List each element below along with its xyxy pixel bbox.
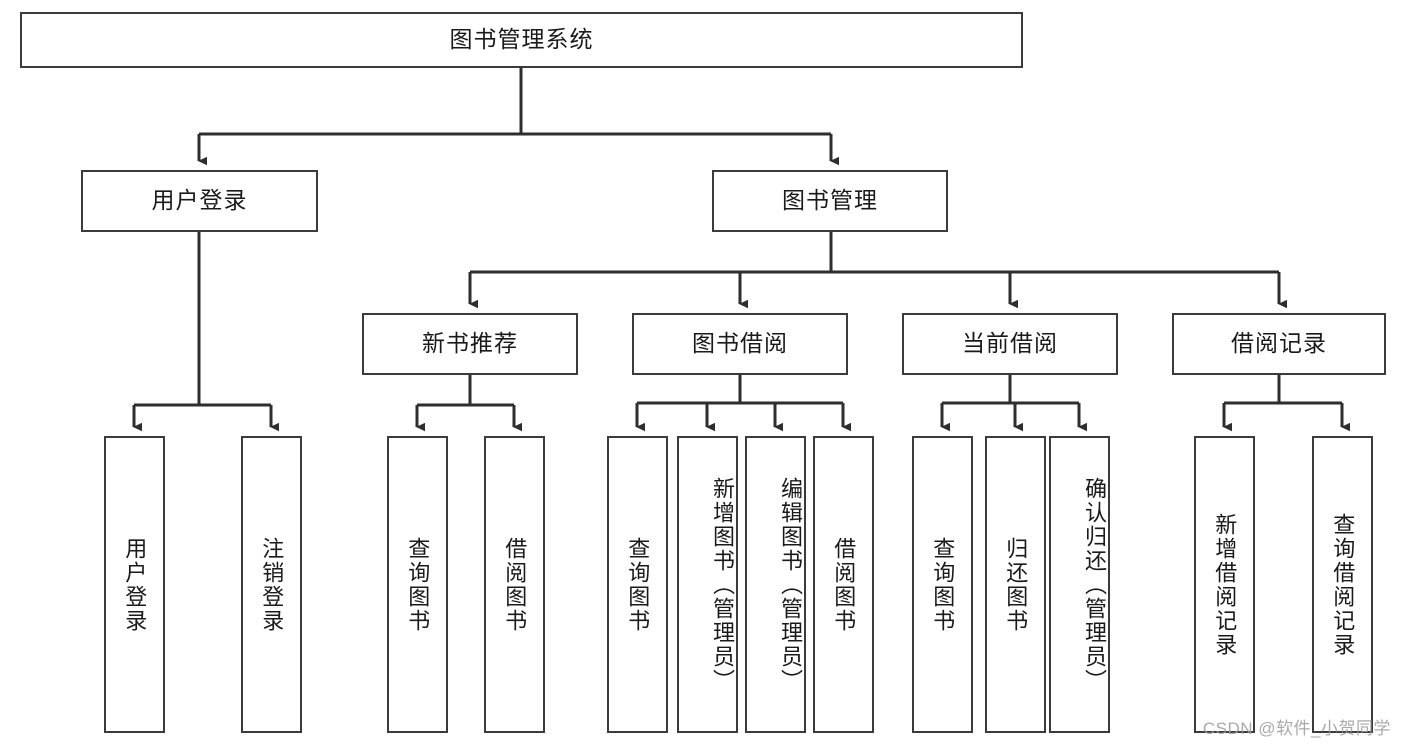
- node-leaf-edit-book-admin[interactable]: 编辑图书（管理员）: [745, 436, 806, 733]
- node-root-system[interactable]: 图书管理系统: [20, 12, 1023, 68]
- node-label: 归还图书: [1003, 536, 1029, 633]
- node-label: 编辑图书（管理员）: [778, 476, 803, 693]
- node-label: 图书管理系统: [449, 26, 594, 53]
- node-book-management[interactable]: 图书管理: [712, 170, 948, 232]
- node-label: 图书管理: [782, 187, 878, 214]
- node-leaf-add-borrow-record[interactable]: 新增借阅记录: [1194, 436, 1255, 733]
- node-label: 查询图书: [930, 536, 956, 633]
- node-borrow-record[interactable]: 借阅记录: [1172, 313, 1386, 375]
- node-label: 确认归还（管理员）: [1082, 476, 1107, 693]
- node-label: 查询图书: [405, 536, 431, 633]
- node-leaf-return-book[interactable]: 归还图书: [985, 436, 1046, 733]
- node-leaf-confirm-return-admin[interactable]: 确认归还（管理员）: [1049, 436, 1110, 733]
- node-leaf-user-login[interactable]: 用户登录: [104, 436, 165, 733]
- node-leaf-query-borrow-record[interactable]: 查询借阅记录: [1312, 436, 1373, 733]
- node-label: 查询借阅记录: [1330, 512, 1356, 657]
- node-new-book-recommend[interactable]: 新书推荐: [362, 313, 578, 375]
- node-label: 查询图书: [625, 536, 651, 633]
- node-current-borrow[interactable]: 当前借阅: [902, 313, 1118, 375]
- node-label: 当前借阅: [962, 330, 1058, 357]
- node-book-borrow[interactable]: 图书借阅: [632, 313, 848, 375]
- node-leaf-borrow-book[interactable]: 借阅图书: [813, 436, 874, 733]
- node-label: 图书借阅: [692, 330, 788, 357]
- node-user-login[interactable]: 用户登录: [81, 170, 318, 232]
- node-leaf-borrow-book-rec[interactable]: 借阅图书: [484, 436, 545, 733]
- node-label: 新增借阅记录: [1212, 512, 1238, 657]
- node-label: 借阅图书: [502, 536, 528, 633]
- node-label: 借阅记录: [1231, 330, 1327, 357]
- node-leaf-logout[interactable]: 注销登录: [241, 436, 302, 733]
- node-leaf-query-book-borrow[interactable]: 查询图书: [607, 436, 668, 733]
- node-label: 新书推荐: [422, 330, 518, 357]
- node-label: 注销登录: [259, 536, 285, 633]
- node-leaf-query-book-rec[interactable]: 查询图书: [387, 436, 448, 733]
- node-label: 用户登录: [151, 187, 248, 214]
- node-label: 新增图书（管理员）: [710, 476, 735, 693]
- watermark-text: CSDN @软件_小贺同学: [1202, 719, 1391, 738]
- node-label: 借阅图书: [831, 536, 857, 633]
- node-leaf-add-book-admin[interactable]: 新增图书（管理员）: [677, 436, 738, 733]
- node-leaf-query-book-current[interactable]: 查询图书: [912, 436, 973, 733]
- node-label: 用户登录: [122, 536, 148, 633]
